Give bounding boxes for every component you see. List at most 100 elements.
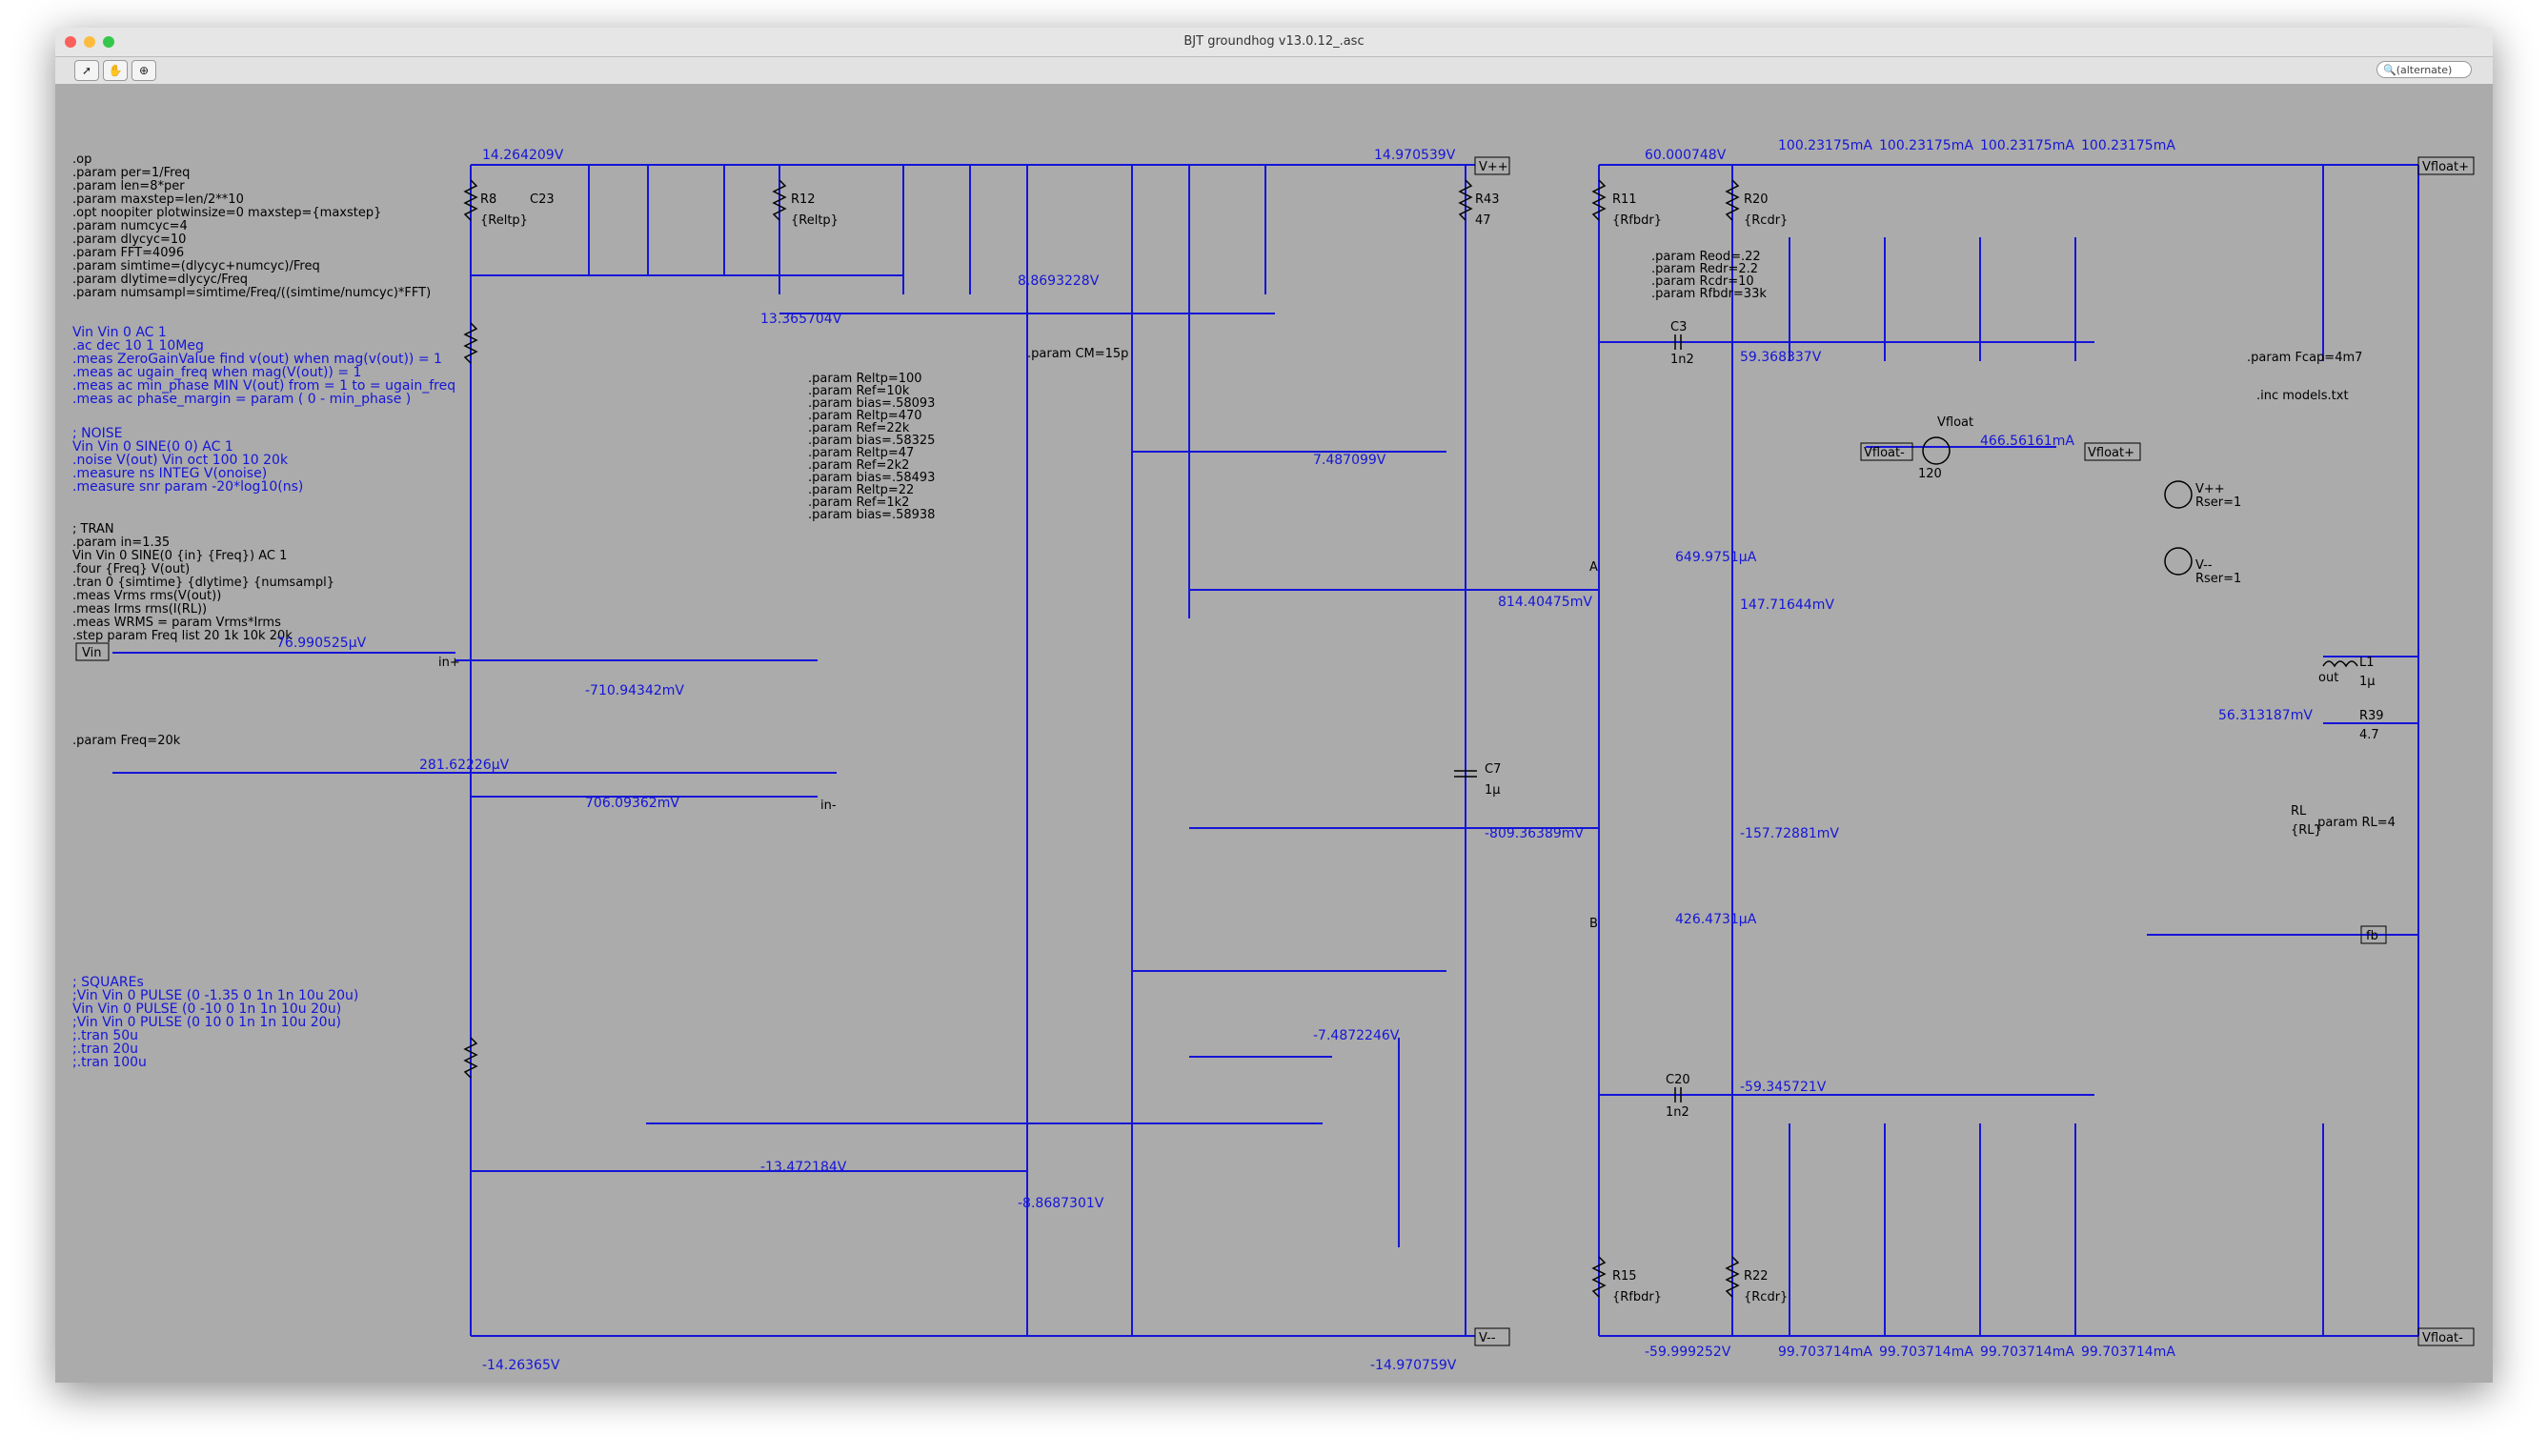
svg-text:.param in=1.35: .param in=1.35	[72, 536, 170, 550]
label-vfloat-minus: Vfloat-	[2422, 1331, 2463, 1345]
part-r11: R11	[1612, 192, 1637, 207]
svg-text:.tran 0 {simtime} {dlytime} {n: .tran 0 {simtime} {dlytime} {numsampl}	[72, 576, 334, 590]
svg-text:.param Ref=1k2: .param Ref=1k2	[808, 495, 909, 510]
svg-text:.four {Freq} V(out): .four {Freq} V(out)	[72, 562, 190, 576]
svg-text:;Vin Vin 0 PULSE (0 10 0 1n 1n: ;Vin Vin 0 PULSE (0 10 0 1n 1n 10u 20u)	[72, 1015, 341, 1030]
net-labels[interactable]: Vin V++ V-- Vfloat+ Vfloat- Vfloat- Vflo…	[75, 156, 2475, 1346]
svg-text:.param numsampl=simtime/Freq/(: .param numsampl=simtime/Freq/((simtime/n…	[72, 286, 431, 300]
probe-icon[interactable]: ⊕	[131, 60, 156, 81]
v-809: -809.36389mV	[1485, 826, 1584, 841]
svg-text:;Vin Vin 0 PULSE (0 -1.35 0 1n: ;Vin Vin 0 PULSE (0 -1.35 0 1n 1n 10u 20…	[72, 988, 358, 1003]
svg-text:; SQUAREs: ; SQUAREs	[72, 975, 144, 990]
part-r12: R12	[791, 192, 816, 207]
part-r22: R22	[1744, 1269, 1769, 1284]
directive-rl: .param RL=4	[2314, 816, 2396, 830]
part-vmm: V--	[2195, 558, 2213, 573]
part-r15-value: {Rfbdr}	[1612, 1290, 1662, 1304]
v-top-right: 14.970539V	[1374, 148, 1456, 163]
svg-text:.param maxstep=len/2**10: .param maxstep=len/2**10	[72, 192, 244, 207]
components	[463, 179, 2358, 1298]
search-icon: 🔍	[2383, 64, 2396, 76]
svg-text:.param len=8*per: .param len=8*per	[72, 179, 185, 193]
title-bar: BJT groundhog v13.0.12_.asc	[55, 28, 2493, 57]
label-fb: fb	[2366, 929, 2378, 943]
svg-text:.param Reltp=47: .param Reltp=47	[808, 446, 914, 460]
v-m59345: -59.345721V	[1740, 1080, 1827, 1095]
v-281: 281.62226µV	[419, 758, 510, 773]
close-button[interactable]	[65, 36, 76, 48]
directive-param-block: .param Reltp=100 .param Ref=10k .param b…	[808, 372, 935, 522]
i-426: 426.4731µA	[1675, 912, 1757, 927]
svg-text:.param Ref=2k2: .param Ref=2k2	[808, 458, 909, 473]
voltage-annotations: 14.264209V 14.970539V 8.8693228V 13.3657…	[276, 148, 2313, 1373]
part-c20: C20	[1666, 1073, 1690, 1087]
label-vin: Vin	[82, 646, 101, 660]
svg-text:;.tran 20u: ;.tran 20u	[72, 1041, 138, 1057]
part-c3-value: 1n2	[1670, 353, 1694, 367]
label-vfloat-plus-2: Vfloat+	[2088, 446, 2134, 460]
part-c20-value: 1n2	[1666, 1105, 1689, 1120]
part-r39: R39	[2359, 709, 2384, 723]
label-vfloat-plus: Vfloat+	[2422, 160, 2469, 174]
v-706: 706.09362mV	[585, 796, 679, 811]
part-c23: C23	[530, 192, 555, 207]
i-147: 147.71644mV	[1740, 597, 1834, 613]
i-top-1: 100.23175mA	[1778, 138, 1872, 153]
svg-text:.param Reltp=100: .param Reltp=100	[808, 372, 922, 386]
v-m59999: -59.999252V	[1645, 1345, 1731, 1360]
part-c7: C7	[1485, 762, 1501, 777]
run-icon[interactable]: ➚	[74, 60, 99, 81]
svg-text:.param Ref=10k: .param Ref=10k	[808, 384, 910, 398]
v-710: -710.94342mV	[585, 683, 684, 698]
part-rl-value: {RL}	[2291, 823, 2322, 838]
directive-squares-block: ; SQUAREs ;Vin Vin 0 PULSE (0 -1.35 0 1n…	[72, 975, 358, 1070]
part-r43-value: 47	[1475, 213, 1491, 228]
svg-text:.meas Vrms rms(V(out)): .meas Vrms rms(V(out))	[72, 589, 221, 603]
part-vpp-rser: Rser=1	[2195, 495, 2241, 510]
svg-text:.param Ref=22k: .param Ref=22k	[808, 421, 910, 435]
part-r11-value: {Rfbdr}	[1612, 213, 1662, 228]
v-59368: 59.368337V	[1740, 350, 1822, 365]
svg-text:.opt noopiter plotwinsize=0 ma: .opt noopiter plotwinsize=0 maxstep={max…	[72, 206, 381, 220]
search-input[interactable]: 🔍(alternate)	[2376, 61, 2472, 78]
toolbar: ➚ ✋ ⊕ 🔍(alternate)	[55, 57, 2493, 85]
v-8869: 8.8693228V	[1018, 273, 1100, 289]
part-r43: R43	[1475, 192, 1500, 207]
i-bot-3: 99.703714mA	[1980, 1345, 2074, 1360]
part-vfloat-value: 120	[1918, 467, 1942, 481]
part-r15: R15	[1612, 1269, 1637, 1284]
directive-output-params: .param Reod=.22 .param Redr=2.2 .param R…	[1651, 250, 1767, 301]
v-in: 76.990525µV	[276, 636, 367, 651]
part-labels[interactable]: R8 {Reltp} C23 R12 {Reltp} R43 47 R11 {R…	[480, 192, 2384, 1304]
svg-text:.param bias=.58093: .param bias=.58093	[808, 396, 935, 411]
part-l1-value: 1µ	[2359, 675, 2376, 689]
directive-fcap: .param Fcap=4m7	[2247, 351, 2362, 365]
schematic-canvas[interactable]: .op .param per=1/Freq .param len=8*per .…	[55, 85, 2493, 1383]
label-a: A	[1589, 560, 1598, 575]
v-7487: 7.487099V	[1313, 453, 1386, 468]
minimize-button[interactable]	[84, 36, 95, 48]
svg-text:.param dlytime=dlycyc/Freq: .param dlytime=dlycyc/Freq	[72, 273, 248, 287]
i-top-2: 100.23175mA	[1879, 138, 1973, 153]
i-vfloat: 466.56161mA	[1980, 434, 2074, 449]
part-c3: C3	[1670, 320, 1687, 334]
label-out: out	[2318, 671, 2338, 685]
part-l1: L1	[2359, 656, 2375, 670]
part-r20: R20	[1744, 192, 1769, 207]
wires	[112, 164, 2419, 1337]
directive-cm: .param CM=15p	[1027, 347, 1128, 361]
svg-text:.param bias=.58325: .param bias=.58325	[808, 434, 935, 448]
halt-icon[interactable]: ✋	[103, 60, 128, 81]
app-window: BJT groundhog v13.0.12_.asc ➚ ✋ ⊕ 🔍(alte…	[55, 28, 2493, 1383]
part-r22-value: {Rcdr}	[1744, 1290, 1788, 1304]
i-157: -157.72881mV	[1740, 826, 1839, 841]
svg-text:Vin Vin 0 AC 1: Vin Vin 0 AC 1	[72, 325, 167, 340]
directive-ac-block: Vin Vin 0 AC 1 .ac dec 10 1 10Meg .meas …	[72, 325, 455, 407]
v-814: 814.40475mV	[1498, 595, 1592, 610]
zoom-button[interactable]	[103, 36, 114, 48]
svg-text:.param FFT=4096: .param FFT=4096	[72, 246, 184, 260]
label-vfloat: Vfloat	[1937, 415, 1973, 430]
part-r12-value: {Reltp}	[791, 213, 839, 228]
svg-text:.noise V(out) Vin oct 100 10 2: .noise V(out) Vin oct 100 10 20k	[72, 453, 289, 468]
svg-text:.meas ac min_phase MIN V(out): .meas ac min_phase MIN V(out) from = 1 t…	[72, 378, 455, 394]
